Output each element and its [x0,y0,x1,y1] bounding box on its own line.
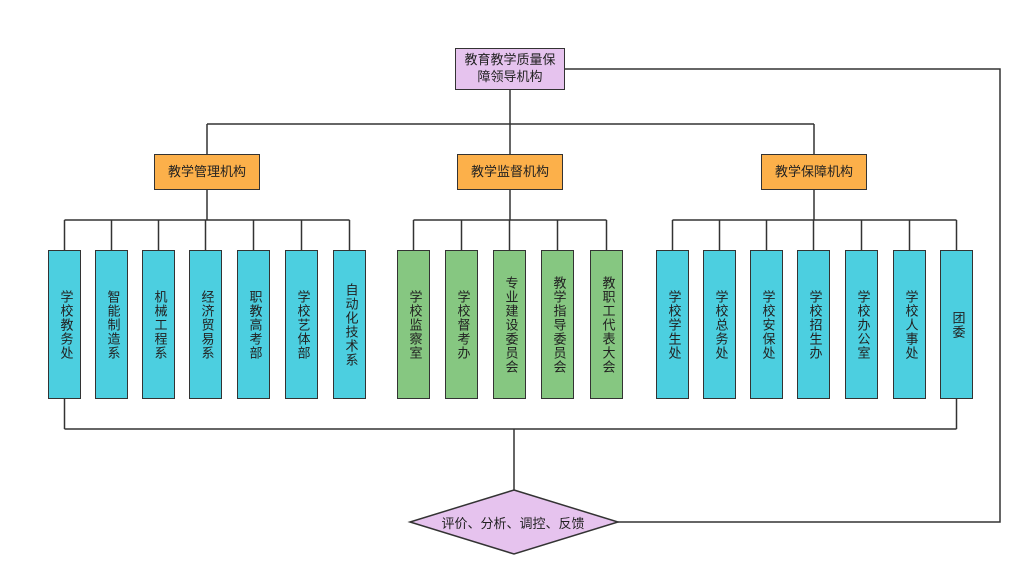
leaf-node: 职教高考部 [237,250,270,399]
feedback-label: 评价、分析、调控、反馈 [441,516,585,532]
root-label: 教育教学质量保障领导机构 [464,53,556,85]
leaf-node: 智能制造系 [95,250,128,399]
leaf-node: 机械工程系 [142,250,175,399]
root-node: 教育教学质量保障领导机构 [455,48,565,90]
feedback-diamond [407,489,621,555]
group-node-1: 教学监督机构 [457,154,563,190]
leaf-node: 学校招生办 [797,250,830,399]
leaf-node: 学校办公室 [845,250,878,399]
leaf-node: 教职工代表大会 [590,250,623,399]
leaf-node: 学校安保处 [750,250,783,399]
leaf-node: 学校人事处 [893,250,926,399]
feedback-loop [565,68,1001,523]
leaf-node: 教学指导委员会 [541,250,574,399]
leaf-node: 专业建设委员会 [493,250,526,399]
leaf-node: 学校总务处 [703,250,736,399]
leaf-node: 经济贸易系 [189,250,222,399]
group-node-2: 教学保障机构 [761,154,867,190]
leaf-node: 学校教务处 [48,250,81,399]
group-node-0: 教学管理机构 [154,154,260,190]
leaf-node: 学校督考办 [445,250,478,399]
leaf-node: 学校学生处 [656,250,689,399]
leaf-node: 学校艺体部 [285,250,318,399]
leaf-node: 学校监察室 [397,250,430,399]
leaf-node: 自动化技术系 [333,250,366,399]
leaf-node: 团委 [940,250,973,399]
